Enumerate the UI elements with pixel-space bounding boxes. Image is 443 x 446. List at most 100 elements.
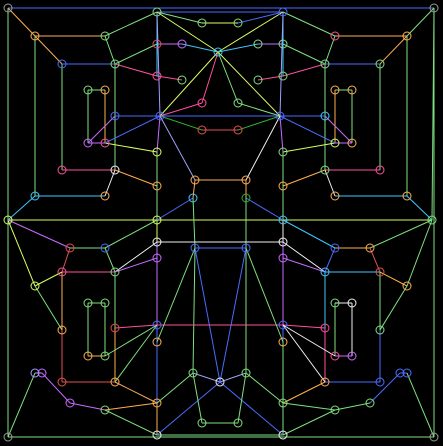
node-r15 bbox=[278, 181, 288, 191]
edge-m10-m12 bbox=[245, 197, 284, 221]
edge-sr20-b2 bbox=[282, 409, 336, 436]
edge-l14-l17 bbox=[104, 169, 116, 197]
node-l14 bbox=[110, 165, 120, 175]
edge-b3-b4 bbox=[192, 372, 221, 383]
edge-sl18-sl20 bbox=[104, 402, 158, 411]
edge-t1-t2 bbox=[156, 11, 203, 24]
node-m15 bbox=[190, 243, 200, 253]
node-sr5 bbox=[402, 281, 412, 291]
edge-r2-r4 bbox=[324, 35, 336, 65]
edge-sl16-sl18 bbox=[114, 381, 158, 404]
edge-w1-l16 bbox=[7, 195, 36, 221]
node-b6 bbox=[197, 418, 207, 428]
edge-m3-m5 bbox=[159, 115, 203, 131]
node-sr7 bbox=[330, 298, 340, 308]
edge-m1-m3 bbox=[159, 102, 203, 117]
node-l16 bbox=[30, 191, 40, 201]
node-sl3 bbox=[57, 267, 67, 277]
nodes-layer bbox=[3, 3, 439, 442]
edge-sl13-c-bl bbox=[7, 372, 36, 438]
node-e1 bbox=[427, 215, 437, 225]
edge-l4-l5 bbox=[114, 63, 158, 77]
edge-t5-m4 bbox=[217, 51, 281, 117]
node-l10 bbox=[83, 138, 93, 148]
edge-b4-sl18 bbox=[156, 372, 194, 404]
node-m10 bbox=[241, 193, 251, 203]
edge-t5-m3 bbox=[159, 51, 219, 117]
node-r5 bbox=[278, 71, 288, 81]
node-t5 bbox=[213, 47, 223, 57]
node-sl9 bbox=[110, 323, 120, 333]
node-r9 bbox=[320, 111, 330, 121]
node-l1 bbox=[30, 31, 40, 41]
edge-m4-m8 bbox=[245, 115, 281, 181]
node-t8 bbox=[152, 39, 162, 49]
node-m17 bbox=[152, 253, 162, 263]
node-sl12 bbox=[100, 351, 110, 361]
node-r2 bbox=[330, 31, 340, 41]
node-sr10 bbox=[278, 320, 288, 330]
edge-t3-t4 bbox=[237, 11, 284, 24]
node-l11 bbox=[100, 138, 110, 148]
edge-b5-sr18 bbox=[245, 372, 284, 404]
edge-m18-sr4 bbox=[282, 257, 326, 273]
edge-sl4-m13 bbox=[114, 241, 158, 273]
node-sl17 bbox=[152, 337, 162, 347]
node-m1 bbox=[197, 98, 207, 108]
edge-m3-l11 bbox=[104, 115, 161, 144]
edge-t1-l2 bbox=[104, 11, 158, 37]
node-sl1 bbox=[65, 243, 75, 253]
edge-b2-b3 bbox=[219, 381, 284, 436]
edge-r14-r17 bbox=[324, 169, 336, 197]
edge-sr5-sr3 bbox=[379, 271, 408, 287]
node-m12 bbox=[278, 215, 288, 225]
node-sr2 bbox=[330, 243, 340, 253]
node-r16 bbox=[402, 191, 412, 201]
edge-sl10-sl12 bbox=[104, 324, 158, 357]
node-sr8 bbox=[375, 325, 385, 335]
node-t1 bbox=[152, 7, 162, 17]
edge-m4-m6 bbox=[237, 115, 281, 131]
edge-sr14-sr19 bbox=[369, 372, 401, 404]
edge-sr10-sr12 bbox=[282, 324, 336, 357]
node-sl7 bbox=[100, 298, 110, 308]
node-m3 bbox=[155, 111, 165, 121]
edge-e1-sr1 bbox=[369, 219, 433, 249]
edge-r4-r5 bbox=[282, 63, 326, 77]
edge-sr17-m16 bbox=[245, 247, 284, 343]
node-sl10 bbox=[152, 320, 162, 330]
node-t7 bbox=[253, 39, 263, 49]
edge-l9-l10 bbox=[87, 115, 116, 144]
node-c-bl bbox=[3, 432, 13, 442]
node-l6 bbox=[177, 75, 187, 85]
edge-r9-r10 bbox=[324, 115, 353, 144]
edges-layer bbox=[7, 7, 435, 438]
node-sl11 bbox=[83, 351, 93, 361]
node-c-tl bbox=[3, 3, 13, 13]
node-t3 bbox=[233, 18, 243, 28]
node-l17 bbox=[100, 191, 110, 201]
edge-t4-t5 bbox=[217, 11, 284, 53]
node-sl8 bbox=[57, 325, 67, 335]
node-sl6 bbox=[83, 298, 93, 308]
edge-l15-l14 bbox=[114, 169, 158, 187]
edge-l1-l3 bbox=[34, 35, 63, 65]
edge-sl9-sl10 bbox=[114, 324, 158, 329]
node-r4 bbox=[320, 59, 330, 69]
edge-b1-b3 bbox=[156, 381, 221, 436]
edge-sr10-sr16 bbox=[282, 324, 326, 383]
edge-b3-m15 bbox=[194, 247, 221, 383]
edge-e1-c-tr bbox=[431, 7, 435, 221]
node-m4 bbox=[275, 111, 285, 121]
edge-w1-sl5 bbox=[7, 219, 36, 287]
node-t6 bbox=[177, 39, 187, 49]
node-r11 bbox=[330, 138, 340, 148]
node-l15 bbox=[152, 181, 162, 191]
edge-m4-t4 bbox=[279, 11, 284, 117]
edge-sl17-m15 bbox=[156, 247, 196, 343]
node-b7 bbox=[233, 418, 243, 428]
edge-m7-m9 bbox=[192, 179, 196, 199]
node-r12 bbox=[278, 147, 288, 157]
node-m7 bbox=[190, 175, 200, 185]
